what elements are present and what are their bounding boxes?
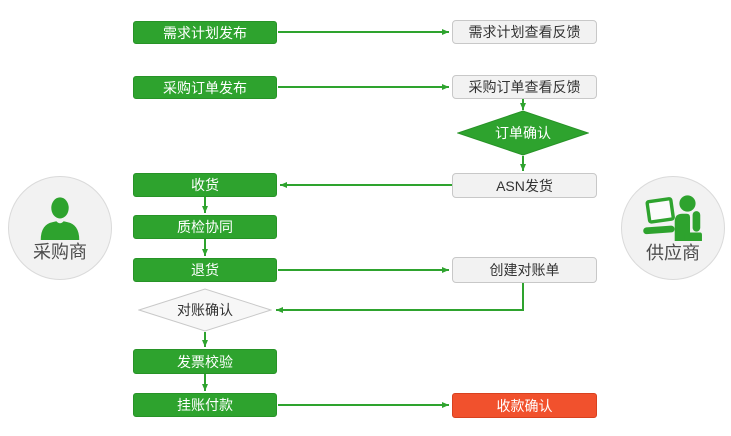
arrow-create-statement-to-confirm bbox=[276, 283, 524, 313]
node-invoice-check: 发票校验 bbox=[133, 349, 277, 374]
node-create-statement: 创建对账单 bbox=[452, 257, 597, 283]
node-label: 采购订单发布 bbox=[163, 79, 247, 96]
buyer-person-icon bbox=[40, 196, 80, 240]
node-payment: 挂账付款 bbox=[133, 393, 277, 417]
diamond-shape bbox=[457, 110, 589, 156]
node-return-goods: 退货 bbox=[133, 258, 277, 282]
diamond-statement-confirm: 对账确认 bbox=[138, 288, 272, 332]
actor-label: 采购商 bbox=[33, 241, 87, 262]
node-receive-goods: 收货 bbox=[133, 173, 277, 197]
node-demand-plan-publish: 需求计划发布 bbox=[133, 21, 277, 44]
node-label: 发票校验 bbox=[177, 353, 233, 370]
node-label: 收款确认 bbox=[496, 397, 553, 414]
node-po-feedback: 采购订单查看反馈 bbox=[452, 75, 597, 99]
node-label: 质检协同 bbox=[177, 219, 233, 235]
node-receipt-confirm: 收款确认 bbox=[452, 393, 597, 418]
node-label: 创建对账单 bbox=[489, 262, 560, 278]
actor-buyer: 采购商 bbox=[8, 176, 112, 280]
node-label: 需求计划查看反馈 bbox=[468, 24, 581, 40]
node-label: 退货 bbox=[191, 262, 219, 278]
supplier-laptop-person-icon bbox=[643, 194, 702, 241]
node-label: 需求计划发布 bbox=[163, 24, 247, 41]
node-demand-plan-feedback: 需求计划查看反馈 bbox=[452, 20, 597, 44]
node-label: 收货 bbox=[191, 177, 219, 193]
diamond-order-confirm: 订单确认 bbox=[457, 110, 589, 156]
actor-label: 供应商 bbox=[646, 242, 700, 263]
node-label: 对账确认 bbox=[177, 302, 233, 318]
node-label: 采购订单查看反馈 bbox=[468, 79, 581, 95]
diamond-shape bbox=[138, 288, 272, 332]
node-asn-ship: ASN发货 bbox=[452, 173, 597, 198]
node-quality-collab: 质检协同 bbox=[133, 215, 277, 239]
node-label: 挂账付款 bbox=[177, 397, 233, 413]
actor-supplier: 供应商 bbox=[621, 176, 725, 280]
node-po-publish: 采购订单发布 bbox=[133, 76, 277, 99]
node-label: ASN发货 bbox=[496, 177, 553, 194]
node-label: 订单确认 bbox=[495, 125, 551, 141]
